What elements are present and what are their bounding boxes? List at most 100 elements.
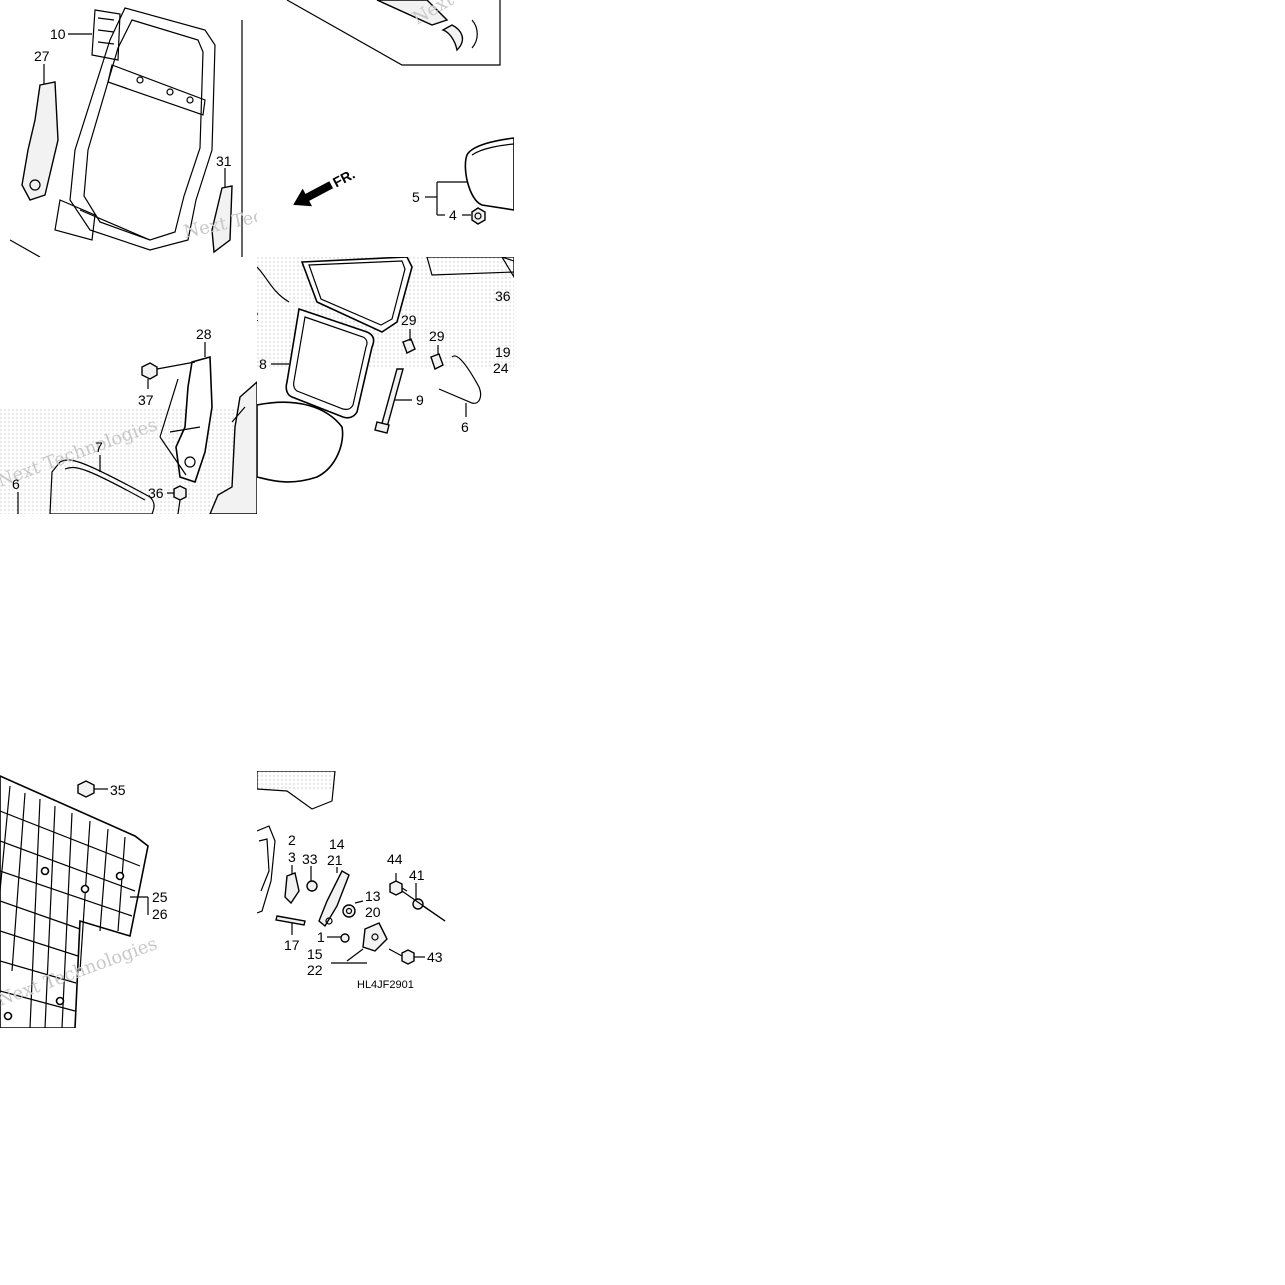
svg-text:6: 6 <box>461 419 469 435</box>
svg-text:17: 17 <box>284 937 300 953</box>
svg-text:26: 26 <box>152 906 168 922</box>
svg-text:13: 13 <box>365 888 381 904</box>
part-2-3-lever <box>284 872 300 905</box>
part-4-nut <box>471 207 486 225</box>
svg-text:10: 10 <box>50 26 66 42</box>
seat-cushion <box>257 401 344 483</box>
cushion-drawing: FR. 5 4 Next Technologies <box>286 0 514 225</box>
part-14-21-latch-arm <box>318 870 350 928</box>
callout-25: 25 <box>130 889 168 915</box>
callout-2: 2 <box>288 832 296 848</box>
callout-9: 9 <box>395 392 424 408</box>
part-27-bracket <box>21 81 59 201</box>
callout-4: 4 <box>437 207 471 223</box>
callout-21: 21 <box>327 852 343 873</box>
callout-10: 10 <box>50 26 92 42</box>
panel-drawing: 36 12 29 29 8 19 24 9 6 <box>257 257 514 483</box>
watermark: Next Technologies <box>409 0 514 29</box>
part-15-22-bracket <box>362 922 388 952</box>
direction-label: FR. <box>330 166 357 191</box>
svg-text:35: 35 <box>110 782 126 798</box>
svg-text:7: 7 <box>95 439 103 455</box>
part-9-rod <box>374 368 404 434</box>
callout-31: 31 <box>216 153 232 188</box>
svg-text:25: 25 <box>152 889 168 905</box>
svg-text:27: 27 <box>34 48 50 64</box>
tile-mid-right: 36 12 29 29 8 19 24 9 6 <box>257 257 514 514</box>
callout-19: 19 <box>495 344 511 360</box>
seat-frame-drawing: Next Technologies 10 27 31 <box>9 7 257 257</box>
callout-1: 1 <box>317 929 341 945</box>
upper-hinge-assembly <box>286 0 501 66</box>
part-43-bolt <box>388 948 415 965</box>
callout-29a: 29 <box>401 312 417 341</box>
callout-33: 33 <box>302 851 318 881</box>
svg-text:8: 8 <box>259 356 267 372</box>
svg-text:36: 36 <box>495 288 511 304</box>
svg-text:12: 12 <box>257 308 259 324</box>
part-33-spacer <box>306 880 318 892</box>
part-29-clip-a <box>402 338 416 354</box>
tile-bottom-left: Next Technologies 35 25 26 <box>0 771 257 1028</box>
seat-back-frame <box>54 7 216 251</box>
tile-top-right: FR. 5 4 Next Technologies <box>257 0 514 257</box>
callout-24: 24 <box>493 360 509 376</box>
svg-text:1: 1 <box>317 929 325 945</box>
part-5-cushion <box>464 137 514 211</box>
latch-drawing: 2 3 33 14 21 44 41 13 20 17 1 15 <box>257 771 446 991</box>
part-31-bracket <box>211 185 233 254</box>
part-7-panel <box>49 459 155 514</box>
arrow-icon <box>293 181 334 207</box>
callout-44: 44 <box>387 851 403 881</box>
svg-text:28: 28 <box>196 326 212 342</box>
svg-text:36: 36 <box>148 485 164 501</box>
part-35-bolt <box>77 780 95 798</box>
svg-text:44: 44 <box>387 851 403 867</box>
svg-text:22: 22 <box>307 962 323 978</box>
callout-15: 15 <box>307 946 364 962</box>
tile-mid-left: Next Technologies 28 37 7 36 6 <box>0 257 257 514</box>
svg-text:2: 2 <box>288 832 296 848</box>
svg-text:5: 5 <box>412 189 420 205</box>
upper-seat-panel <box>300 257 514 333</box>
tile-top-left: Next Technologies 10 27 31 <box>0 0 257 257</box>
callout-27: 27 <box>34 48 50 84</box>
svg-text:31: 31 <box>216 153 232 169</box>
svg-text:37: 37 <box>138 392 154 408</box>
tile-bottom-right: 2 3 33 14 21 44 41 13 20 17 1 15 <box>257 771 514 1028</box>
part-25-26-floor-panel <box>0 775 149 1028</box>
svg-text:43: 43 <box>427 949 443 965</box>
part-28-hinge <box>169 355 213 484</box>
callout-13: 13 <box>354 888 381 904</box>
callout-20: 20 <box>365 904 381 920</box>
part-37-bolt <box>141 362 158 380</box>
callout-36: 36 <box>495 288 511 304</box>
callout-14: 14 <box>329 836 345 852</box>
svg-text:20: 20 <box>365 904 381 920</box>
part-29-clip-b <box>430 353 444 370</box>
callout-36: 36 <box>148 485 174 501</box>
svg-text:41: 41 <box>409 867 425 883</box>
part-8-panel <box>285 307 375 419</box>
part-13-20-washer <box>342 904 356 918</box>
svg-text:4: 4 <box>449 207 457 223</box>
svg-text:33: 33 <box>302 851 318 867</box>
callout-5: 5 <box>412 181 467 215</box>
callout-6: 6 <box>461 403 469 435</box>
callout-37: 37 <box>138 379 154 408</box>
front-direction-arrow: FR. <box>293 166 358 207</box>
part-1-nut <box>340 933 350 943</box>
seat-frame-side <box>209 381 257 514</box>
svg-text:29: 29 <box>429 328 445 344</box>
callout-6: 6 <box>12 476 20 514</box>
svg-text:3: 3 <box>288 849 296 865</box>
part-41-washer <box>412 898 424 910</box>
svg-text:14: 14 <box>329 836 345 852</box>
callout-7: 7 <box>95 439 103 472</box>
callout-26: 26 <box>152 906 168 922</box>
svg-text:6: 6 <box>12 476 20 492</box>
part-6-strap <box>438 355 482 404</box>
callout-22: 22 <box>307 962 367 978</box>
svg-text:15: 15 <box>307 946 323 962</box>
callout-12: 12 <box>257 308 259 324</box>
